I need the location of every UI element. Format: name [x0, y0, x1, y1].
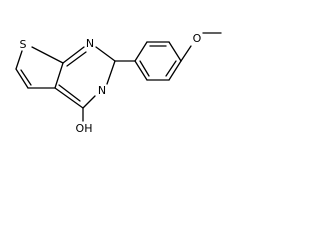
bond-c5-c4-inner [20, 69, 32, 86]
atom-methoxy-oxygen-label: O [193, 32, 202, 45]
bond-ph6-ph1 [134, 60, 148, 81]
phenyl-ring [134, 41, 182, 81]
atom-nitrogen-lower-label: N [98, 84, 106, 97]
bond-ph3-ph4 [168, 41, 182, 62]
bond-ph4-o [180, 45, 192, 62]
bond-n3-c4 [82, 95, 96, 109]
bond-c7a-n1-inner [66, 51, 87, 67]
bond-c3a-c7a [54, 62, 64, 89]
pyrimidine-ring [54, 46, 116, 122]
chemical-structure: S N N OH O [15, 32, 222, 135]
bond-c4-c3a [54, 87, 84, 109]
bond-c5-c4 [15, 68, 29, 89]
atom-sulfur-label: S [20, 38, 27, 51]
bond-c7a-n1 [62, 46, 85, 64]
bond-n1-c2 [95, 46, 116, 62]
atom-hydroxyl-label: OH [76, 122, 93, 135]
bond-ph6-ph1-inner [139, 60, 150, 77]
bond-ph4-ph5 [168, 60, 182, 81]
bond-s-c5 [15, 50, 23, 70]
bond-c7a-s [31, 46, 64, 64]
methoxy-group [180, 32, 222, 62]
bond-c2-n3 [106, 60, 116, 85]
atom-nitrogen-top-label: N [86, 37, 94, 50]
bond-ph1-ph2 [134, 41, 148, 62]
bond-ph4-ph5-inner [165, 60, 177, 77]
bond-c3a-c4-inner [58, 84, 81, 102]
thiophene-ring [15, 46, 64, 89]
